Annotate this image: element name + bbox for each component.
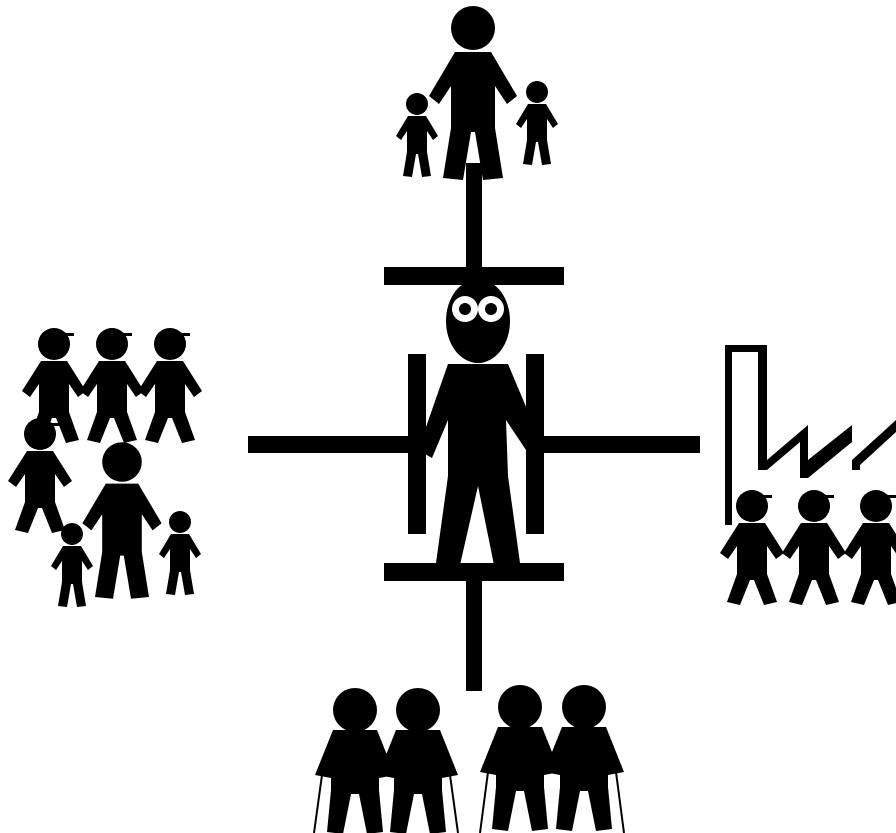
connector-right <box>542 436 700 453</box>
bar-left <box>408 354 426 534</box>
community-crowd-icon <box>8 328 202 607</box>
connector-top <box>466 163 482 275</box>
connector-lines <box>248 163 700 691</box>
person-with-eyes-icon <box>418 279 540 565</box>
connector-left <box>248 436 410 453</box>
factory-workers-icon <box>720 345 896 605</box>
bar-right <box>526 354 544 534</box>
bar-top <box>384 267 564 285</box>
connector-bottom <box>466 581 482 691</box>
cane-icon <box>313 771 625 833</box>
factory-outline-icon <box>725 345 896 525</box>
elderly-with-canes-icon <box>313 685 625 833</box>
bar-bottom <box>384 563 564 581</box>
adult-with-two-children-icon <box>396 6 558 180</box>
